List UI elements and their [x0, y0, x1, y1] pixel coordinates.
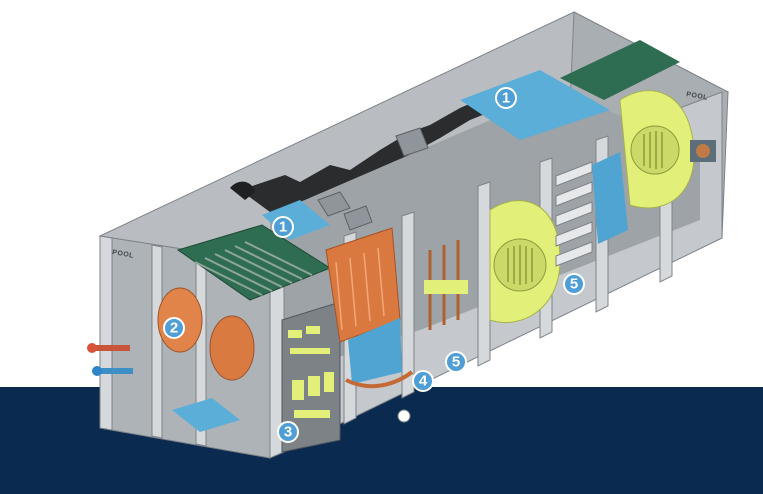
access-port	[397, 409, 411, 423]
pipe-connections	[87, 343, 133, 376]
svg-text:1: 1	[279, 219, 287, 236]
callout-2: 2	[163, 317, 185, 339]
coil-tubes	[194, 241, 313, 296]
compressor-2	[209, 315, 255, 381]
supply-fan	[489, 200, 561, 323]
svg-text:3: 3	[284, 424, 292, 441]
filter-right	[592, 152, 628, 244]
svg-text:2: 2	[170, 320, 178, 337]
svg-text:5: 5	[570, 276, 578, 293]
svg-text:5: 5	[452, 354, 460, 371]
valve-body	[424, 280, 468, 294]
brand-label-right: POOL	[686, 91, 709, 102]
svg-text:4: 4	[419, 373, 428, 390]
water-tray-middle	[348, 318, 402, 384]
callout-1b: 1	[272, 216, 294, 238]
callout-3: 3	[277, 421, 299, 443]
evaporator-fins	[335, 247, 385, 331]
svg-text:1: 1	[502, 90, 510, 107]
drip-tray-left	[172, 398, 240, 432]
brand-label-left: POOL	[112, 249, 135, 260]
fan-motor	[690, 140, 716, 162]
drain-pipe	[345, 370, 414, 389]
panel-components	[288, 326, 334, 418]
callout-5b: 5	[563, 273, 585, 295]
filter-upper-right	[460, 70, 610, 140]
callout-1a: 1	[495, 87, 517, 109]
heat-recovery-coil	[560, 40, 680, 100]
callout-4: 4	[412, 370, 434, 392]
roof-ducts	[317, 127, 429, 231]
damper-louvres	[555, 161, 593, 267]
callout-5a: 5	[445, 351, 467, 373]
roof-fitting	[230, 181, 255, 200]
